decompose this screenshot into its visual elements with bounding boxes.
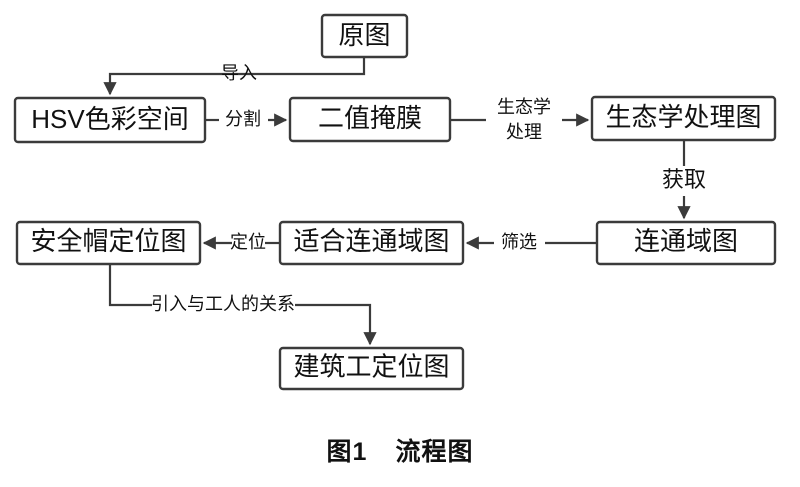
node-helmet-location[interactable]: 安全帽定位图: [15, 220, 202, 266]
node-worker-location[interactable]: 建筑工定位图: [278, 346, 465, 391]
edge-label-filter: 筛选: [501, 232, 537, 252]
edge-label-morphology-line2: 处理: [506, 122, 542, 142]
edge-label-acquire: 获取: [662, 167, 706, 192]
node-original-image-box: [320, 13, 409, 59]
node-connected-region-label: 连通域图: [634, 226, 738, 256]
node-worker-location-box: [278, 346, 465, 391]
node-hsv-color-space-label: HSV色彩空间: [31, 104, 188, 134]
node-hsv-color-space[interactable]: HSV色彩空间: [13, 96, 207, 144]
edge-original-to-hsv: [103, 57, 366, 96]
node-morphology-image-box: [590, 95, 777, 142]
figure-caption-number: 图1: [326, 438, 368, 466]
node-original-image[interactable]: 原图: [320, 13, 409, 59]
edge-label-relate-worker: 引入与工人的关系: [151, 294, 295, 314]
node-helmet-location-label: 安全帽定位图: [30, 226, 186, 256]
edge-label-segment: 分割: [225, 109, 261, 129]
edge-label-locate: 定位: [230, 232, 266, 252]
node-worker-location-label: 建筑工定位图: [293, 351, 449, 381]
edge-label-import: 导入: [221, 63, 257, 83]
node-binary-mask[interactable]: 二值掩膜: [288, 96, 452, 143]
node-suitable-connected-region[interactable]: 适合连通域图: [278, 220, 465, 266]
node-suitable-connected-region-label: 适合连通域图: [293, 226, 449, 256]
node-morphology-image[interactable]: 生态学处理图: [590, 95, 777, 142]
node-suitable-connected-region-box: [278, 220, 465, 266]
edge-helmet-to-worker: [295, 303, 377, 346]
node-connected-region-box: [595, 220, 777, 266]
node-binary-mask-box: [288, 96, 452, 143]
edge-helmet-stub: [108, 263, 152, 307]
node-binary-mask-label: 二值掩膜: [318, 103, 422, 133]
edge-label-morphology-line1: 生态学: [497, 97, 551, 117]
figure-caption-title: 流程图: [395, 438, 474, 466]
node-hsv-color-space-box: [13, 96, 207, 144]
node-morphology-image-label: 生态学处理图: [605, 102, 761, 132]
node-connected-region[interactable]: 连通域图: [595, 220, 777, 266]
figure-caption: 图1 流程图: [0, 432, 800, 468]
node-helmet-location-box: [15, 220, 202, 266]
node-original-image-label: 原图: [338, 20, 390, 50]
